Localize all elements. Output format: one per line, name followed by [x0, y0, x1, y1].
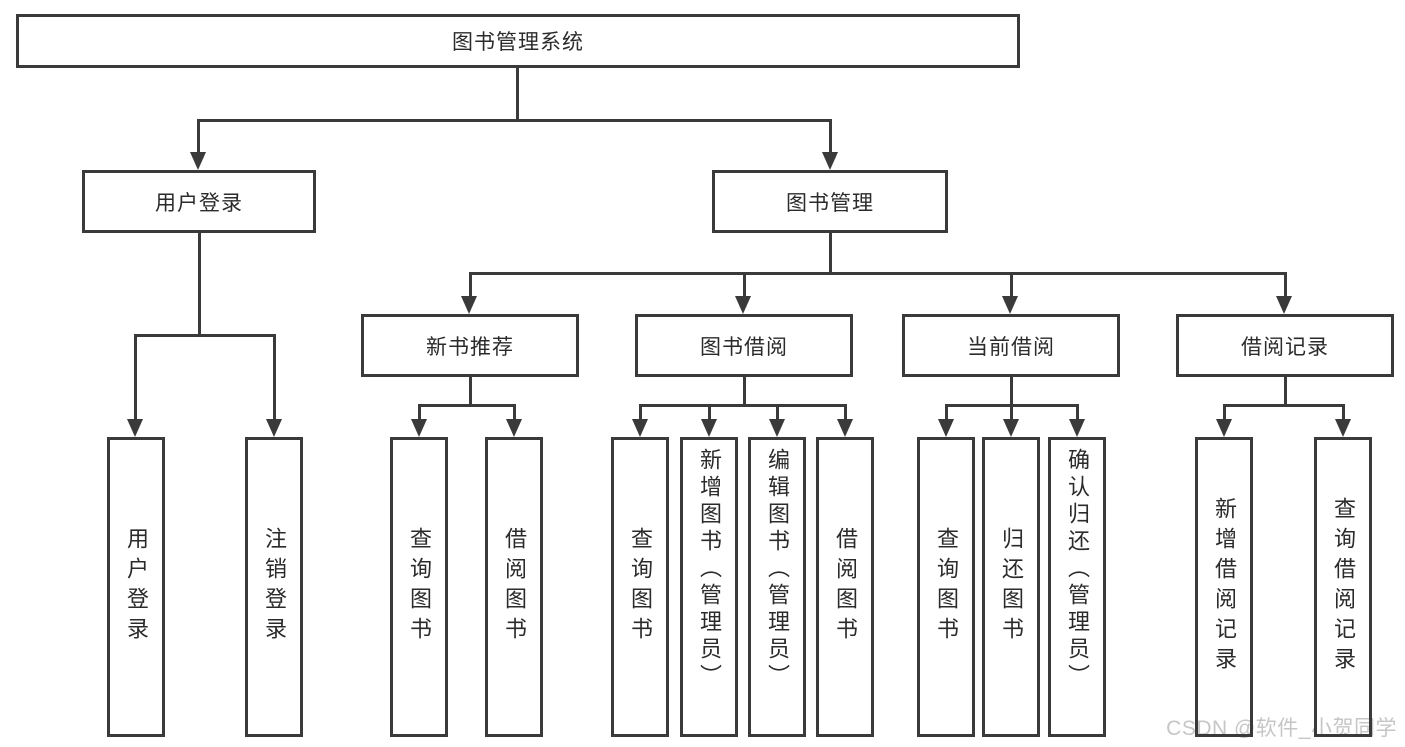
connector-drop-leaf — [776, 404, 779, 421]
arrow-down-icon — [266, 419, 282, 437]
connector-section-stem — [743, 377, 746, 406]
arrow-down-icon — [127, 419, 143, 437]
connector-leaf-rail — [1223, 404, 1345, 407]
arrow-down-icon — [1216, 419, 1232, 437]
leaf-query-books: 查询图书 — [611, 437, 669, 737]
leaf-logout: 注销登录 — [245, 437, 303, 737]
node-book-borrowing: 图书借阅 — [635, 314, 853, 377]
arrow-down-icon — [769, 419, 785, 437]
arrow-down-icon — [1002, 296, 1018, 314]
leaf-add-book-admin: 新增图书（管理员） — [680, 437, 738, 737]
leaf-label: 归还图书 — [999, 527, 1024, 647]
leaf-edit-book-admin: 编辑图书（管理员） — [748, 437, 806, 737]
connector-leaf-rail — [418, 404, 516, 407]
connector-book-management-stem — [829, 233, 832, 274]
node-root: 图书管理系统 — [16, 14, 1020, 68]
arrow-down-icon — [632, 419, 648, 437]
leaf-add-borrow-record: 新增借阅记录 — [1195, 437, 1253, 737]
leaf-label: 编辑图书（管理员） — [765, 448, 790, 691]
node-user-login-label: 用户登录 — [155, 191, 243, 215]
connector-drop-user-login — [197, 119, 200, 154]
connector-level3-rail — [469, 272, 1287, 275]
arrow-down-icon — [190, 152, 206, 170]
connector-drop-leaf — [1076, 404, 1079, 421]
leaf-label: 查询借阅记录 — [1331, 497, 1356, 677]
connector-drop-leaf — [134, 334, 137, 420]
connector-drop-leaf — [1010, 404, 1013, 421]
connector-drop-leaf — [945, 404, 948, 421]
leaf-confirm-return-admin: 确认归还（管理员） — [1048, 437, 1106, 737]
connector-section-stem — [469, 377, 472, 406]
connector-user-login-stem — [198, 233, 201, 336]
connector-drop-section — [1010, 272, 1013, 298]
connector-root-stem — [516, 68, 519, 120]
connector-section-stem — [1284, 377, 1287, 406]
leaf-borrow-books: 借阅图书 — [816, 437, 874, 737]
leaf-query-books: 查询图书 — [917, 437, 975, 737]
watermark: CSDN @软件_小贺同学 — [1166, 717, 1397, 740]
leaf-label: 查询图书 — [628, 527, 653, 647]
connector-drop-book-management — [829, 119, 832, 154]
connector-drop-leaf — [1342, 404, 1345, 421]
connector-drop-leaf — [708, 404, 711, 421]
arrow-down-icon — [1003, 419, 1019, 437]
node-borrow-records-label: 借阅记录 — [1241, 335, 1329, 359]
connector-drop-section — [743, 272, 746, 298]
node-book-management-label: 图书管理 — [786, 191, 874, 215]
leaf-label: 借阅图书 — [502, 527, 527, 647]
leaf-label: 新增借阅记录 — [1212, 497, 1237, 677]
connector-section-stem — [1010, 377, 1013, 406]
arrow-down-icon — [735, 296, 751, 314]
arrow-down-icon — [411, 419, 427, 437]
arrow-down-icon — [461, 296, 477, 314]
connector-leaf-rail — [639, 404, 847, 407]
leaf-borrow-books: 借阅图书 — [485, 437, 543, 737]
node-user-login: 用户登录 — [82, 170, 316, 233]
node-book-borrowing-label: 图书借阅 — [700, 335, 788, 359]
node-current-borrowing-label: 当前借阅 — [967, 335, 1055, 359]
leaf-label: 用户登录 — [124, 527, 149, 647]
leaf-return-book: 归还图书 — [982, 437, 1040, 737]
arrow-down-icon — [938, 419, 954, 437]
connector-drop-leaf — [639, 404, 642, 421]
connector-level2-rail — [197, 119, 832, 122]
leaf-query-borrow-record: 查询借阅记录 — [1314, 437, 1372, 737]
connector-drop-leaf — [513, 404, 516, 421]
connector-drop-leaf — [418, 404, 421, 421]
connector-drop-leaf — [1223, 404, 1226, 421]
arrow-down-icon — [506, 419, 522, 437]
node-new-book-recommend-label: 新书推荐 — [426, 335, 514, 359]
connector-user-login-rail — [134, 334, 276, 337]
arrow-down-icon — [1276, 296, 1292, 314]
connector-drop-leaf — [273, 334, 276, 420]
leaf-query-books: 查询图书 — [390, 437, 448, 737]
leaf-label: 查询图书 — [407, 527, 432, 647]
node-book-management: 图书管理 — [712, 170, 948, 233]
leaf-label: 借阅图书 — [833, 527, 858, 647]
connector-drop-leaf — [844, 404, 847, 421]
connector-drop-section — [1284, 272, 1287, 298]
connector-drop-section — [469, 272, 472, 298]
leaf-label: 新增图书（管理员） — [697, 448, 722, 691]
arrow-down-icon — [1069, 419, 1085, 437]
node-current-borrowing: 当前借阅 — [902, 314, 1120, 377]
arrow-down-icon — [822, 152, 838, 170]
arrow-down-icon — [1335, 419, 1351, 437]
node-root-label: 图书管理系统 — [452, 31, 584, 54]
arrow-down-icon — [837, 419, 853, 437]
leaf-user-login: 用户登录 — [107, 437, 165, 737]
node-new-book-recommend: 新书推荐 — [361, 314, 579, 377]
arrow-down-icon — [701, 419, 717, 437]
node-borrow-records: 借阅记录 — [1176, 314, 1394, 377]
leaf-label: 注销登录 — [262, 527, 287, 647]
leaf-label: 确认归还（管理员） — [1065, 448, 1090, 691]
leaf-label: 查询图书 — [934, 527, 959, 647]
